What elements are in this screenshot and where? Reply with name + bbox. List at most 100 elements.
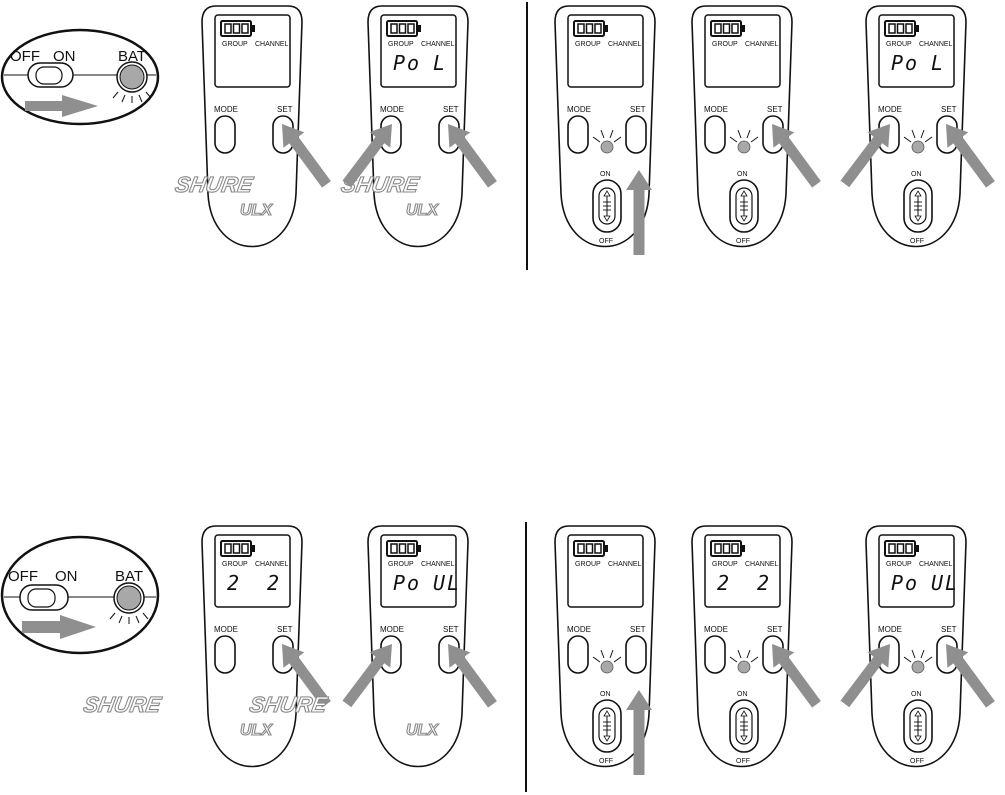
group-label: GROUP bbox=[712, 561, 738, 568]
battery-tip bbox=[604, 545, 608, 552]
switch-slide-arrow bbox=[626, 690, 652, 775]
status-led bbox=[911, 660, 925, 674]
mode-label: MODE bbox=[704, 625, 728, 634]
set-press-arrow bbox=[448, 644, 497, 708]
set-press-arrow bbox=[772, 644, 821, 708]
switch-off-label: OFF bbox=[736, 758, 750, 765]
battery-bar bbox=[905, 23, 913, 34]
led-ray bbox=[750, 136, 759, 143]
battery-tip bbox=[741, 545, 745, 552]
channel-label: CHANNEL bbox=[421, 561, 455, 568]
set-label: SET bbox=[767, 625, 783, 634]
mode-label: MODE bbox=[878, 625, 902, 634]
set-label: SET bbox=[767, 105, 783, 114]
channel-label: CHANNEL bbox=[919, 561, 953, 568]
led-ray bbox=[911, 129, 916, 139]
channel-display: L bbox=[433, 51, 447, 75]
status-led bbox=[600, 140, 614, 154]
group-label: GROUP bbox=[388, 41, 414, 48]
battery-bar bbox=[714, 23, 722, 34]
power-slide-switch bbox=[27, 62, 74, 88]
battery-bar bbox=[585, 543, 594, 554]
mode-label: MODE bbox=[380, 105, 404, 114]
group-display: 2 bbox=[717, 571, 731, 595]
switch-on-label: ON bbox=[911, 171, 922, 178]
battery-bar bbox=[594, 543, 602, 554]
group-display: Po bbox=[393, 571, 421, 595]
battery-tip bbox=[741, 25, 745, 32]
status-led bbox=[737, 140, 751, 154]
switch-arrow-up bbox=[740, 190, 748, 197]
set-button bbox=[625, 115, 647, 154]
channel-label: CHANNEL bbox=[255, 561, 289, 568]
set-press-arrow bbox=[946, 644, 995, 708]
power-slide-switch bbox=[19, 584, 69, 611]
battery-bar bbox=[407, 23, 415, 34]
led-ray bbox=[903, 656, 912, 663]
battery-tip bbox=[417, 545, 421, 552]
mode-press-arrow bbox=[342, 644, 392, 708]
switch-arrow-up bbox=[914, 710, 922, 717]
led-ray bbox=[592, 656, 601, 663]
set-press-arrow bbox=[946, 124, 995, 188]
switch-on-label: ON bbox=[600, 691, 611, 698]
mode-label: MODE bbox=[214, 625, 238, 634]
battery-bar bbox=[224, 543, 232, 554]
mode-button bbox=[704, 115, 726, 154]
battery-bar bbox=[714, 543, 722, 554]
battery-bar bbox=[241, 23, 249, 34]
switch-off-label: OFF bbox=[910, 238, 924, 245]
mode-press-arrow bbox=[840, 124, 890, 188]
mode-label: MODE bbox=[214, 105, 238, 114]
led-ray bbox=[592, 136, 601, 143]
battery-bar bbox=[398, 23, 407, 34]
led-ray bbox=[600, 129, 605, 139]
mode-label: MODE bbox=[878, 105, 902, 114]
led-ray bbox=[920, 129, 925, 139]
battery-bar bbox=[896, 543, 905, 554]
group-display: Po bbox=[891, 571, 919, 595]
power-switch-inset-bottom: OFF ON BAT bbox=[0, 535, 160, 655]
battery-bar bbox=[398, 543, 407, 554]
channel-display: UL bbox=[931, 571, 959, 595]
led-ray bbox=[750, 656, 759, 663]
mode-label: MODE bbox=[567, 625, 591, 634]
switch-arrow-down bbox=[740, 735, 748, 742]
switch-arrow-down bbox=[914, 735, 922, 742]
set-label: SET bbox=[443, 625, 459, 634]
channel-label: CHANNEL bbox=[745, 561, 779, 568]
group-label: GROUP bbox=[222, 561, 248, 568]
battery-bar bbox=[390, 543, 398, 554]
switch-off-label: OFF bbox=[910, 758, 924, 765]
mode-button bbox=[567, 635, 589, 674]
brand-logo: SHURE bbox=[248, 692, 331, 717]
battery-bar bbox=[577, 543, 585, 554]
group-display: Po bbox=[891, 51, 919, 75]
on-label: ON bbox=[55, 568, 78, 585]
channel-label: CHANNEL bbox=[421, 41, 455, 48]
group-label: GROUP bbox=[388, 561, 414, 568]
battery-led bbox=[112, 61, 152, 103]
switch-arrow-down bbox=[603, 735, 611, 742]
group-label: GROUP bbox=[712, 41, 738, 48]
set-label: SET bbox=[941, 625, 957, 634]
battery-bar bbox=[731, 543, 739, 554]
switch-on-label: ON bbox=[737, 691, 748, 698]
set-label: SET bbox=[630, 625, 646, 634]
switch-slide-arrow bbox=[626, 170, 652, 255]
led-ray bbox=[924, 136, 933, 143]
group-display: Po bbox=[393, 51, 421, 75]
off-label: OFF bbox=[8, 568, 38, 585]
mode-press-arrow bbox=[840, 644, 890, 708]
switch-arrow-up bbox=[914, 190, 922, 197]
channel-display: 2 bbox=[757, 571, 771, 595]
model-logo: ULX bbox=[240, 202, 273, 219]
switch-off-label: OFF bbox=[599, 238, 613, 245]
switch-arrow-up bbox=[740, 710, 748, 717]
group-label: GROUP bbox=[222, 41, 248, 48]
channel-label: CHANNEL bbox=[919, 41, 953, 48]
